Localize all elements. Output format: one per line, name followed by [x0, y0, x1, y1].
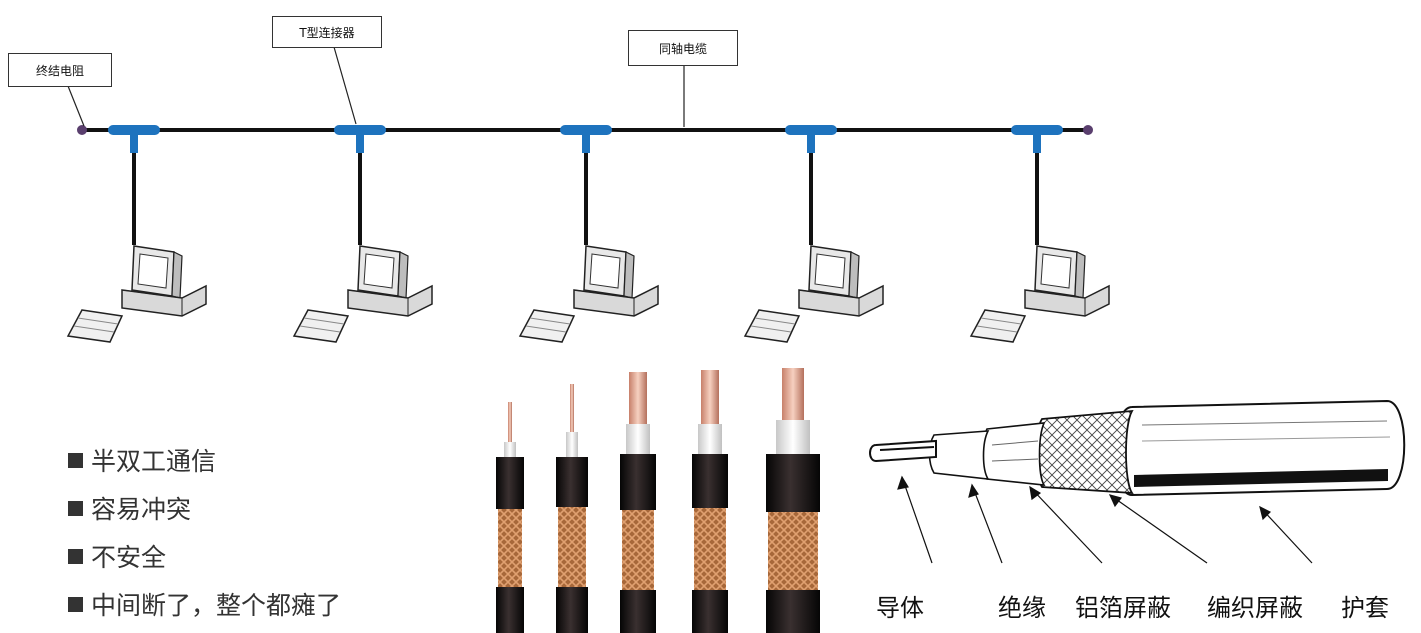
cable-4	[692, 370, 728, 633]
bullet-square-icon	[68, 500, 83, 516]
coax-cables-photo	[496, 368, 820, 633]
list-item: 半双工通信	[68, 436, 341, 484]
layer-label-conductor: 导体	[876, 594, 924, 622]
bullet-square-icon	[68, 596, 83, 612]
bus-characteristics-list: 半双工通信 容易冲突 不安全 中间断了，整个都瘫了	[68, 436, 341, 628]
bullet-square-icon	[68, 452, 83, 468]
terminator-right	[1083, 125, 1093, 135]
t-connector	[334, 125, 386, 135]
layer-label-foil-shield: 铝箔屏蔽	[1075, 594, 1171, 622]
cable-3	[620, 372, 656, 633]
layer-label-insulation: 绝缘	[998, 594, 1046, 622]
list-item: 不安全	[68, 532, 341, 580]
coax-layer-diagram	[869, 399, 1406, 564]
t-connector-leader	[333, 46, 357, 125]
terminator-leader	[67, 85, 85, 127]
t-connector-label: T型连接器	[272, 16, 382, 48]
list-item: 中间断了，整个都瘫了	[68, 580, 341, 628]
bus-topology-diagram	[67, 46, 1110, 343]
terminator-label: 终结电阻	[8, 53, 112, 87]
terminator-left	[77, 125, 87, 135]
layer-label-braid-shield: 编织屏蔽	[1207, 594, 1303, 622]
node-3	[519, 125, 659, 343]
cable-2	[556, 384, 588, 633]
cable-1	[496, 402, 524, 633]
t-connector	[1011, 125, 1063, 135]
bullet-square-icon	[68, 548, 83, 564]
t-connector	[785, 125, 837, 135]
node-5	[970, 125, 1110, 343]
coax-cable-label: 同轴电缆	[628, 30, 738, 66]
layer-label-jacket: 护套	[1341, 594, 1389, 622]
cable-5	[766, 368, 820, 633]
node-4	[744, 125, 884, 343]
node-1	[67, 125, 207, 343]
list-item: 容易冲突	[68, 484, 341, 532]
node-2	[293, 125, 433, 343]
t-connector	[560, 125, 612, 135]
t-connector	[108, 125, 160, 135]
